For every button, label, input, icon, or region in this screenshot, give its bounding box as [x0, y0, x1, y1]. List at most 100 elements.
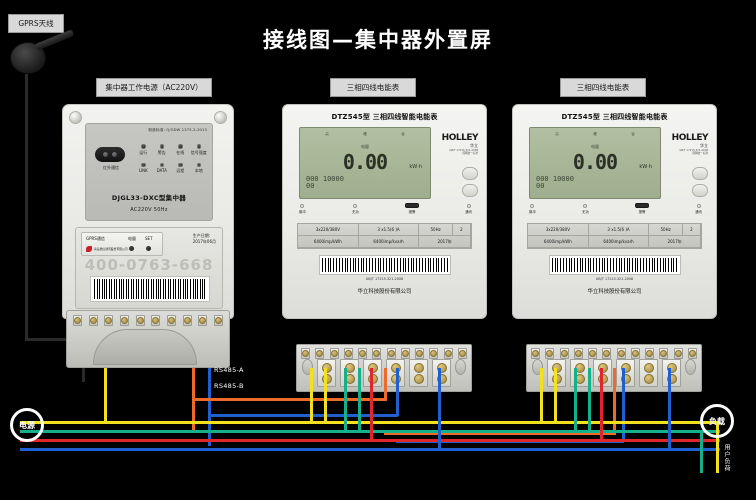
rs485-a-label: RS485-A — [214, 366, 244, 374]
indicator-comm: 通讯 — [465, 204, 472, 214]
load-label: 用户负荷 — [723, 444, 730, 472]
concentrator-terminal-block[interactable] — [66, 310, 230, 368]
concentrator-screw-right — [214, 111, 227, 124]
caption-meter-1: 三相四线电能表 — [330, 78, 416, 97]
tap-concentrator-phase-a — [104, 421, 108, 424]
concentrator-model-text: DJGL33-DXC型集中器 — [111, 194, 187, 202]
caption-concentrator: 集中器工作电源（AC220V） — [96, 78, 212, 97]
concentrator-terminal-screws — [73, 315, 223, 326]
bus-neutral — [20, 448, 720, 451]
meter-2-barcode — [549, 255, 681, 275]
meter-1-terminal-screws — [301, 348, 467, 359]
standard-text: 制造标准: Q/GDW 1375.2-2013 — [148, 128, 207, 132]
lcd-2-kind: 电量 — [591, 144, 599, 149]
meter-2-title: DTZ545型 三相四线智能电能表 — [561, 113, 668, 121]
production-date-label: 生产日期： — [192, 233, 213, 238]
lcd-2-value: 0.00 — [572, 150, 618, 174]
meter-2-buttons[interactable] — [692, 167, 708, 197]
concentrator-screw-left — [69, 111, 82, 124]
meter-device-1[interactable]: DTZ545型 三相四线智能电能表 尖 峰 谷 电量 0.00 kW·h 000… — [282, 104, 487, 319]
lcd-2-unit: kW·h — [639, 164, 652, 170]
meter-2-indicator-row: 脉冲 无功 报警 通讯 — [529, 203, 702, 214]
gprs-vendor-text: 青岛鼎信通讯股份有限公司 — [94, 247, 128, 251]
concentrator-front-panel: 制造标准: Q/GDW 1375.2-2013 红外通信 运行 警告 在线 信号… — [85, 123, 213, 221]
meter-2-manufacturer: 华立科技股份有限公司 — [587, 289, 642, 295]
power-source-symbol: 电源 — [10, 408, 44, 442]
meter-2-code: GB/T 17215.321-2008 — [595, 277, 634, 281]
meter-1-indicator-row: 脉冲 无功 报警 通讯 — [299, 203, 472, 214]
wire-rs485-b-meter-2 — [622, 368, 625, 442]
led-local: 本地 — [190, 162, 209, 174]
drop-meter-2-phase-b2 — [588, 368, 591, 432]
wire-rs485-b-meter-1 — [396, 368, 399, 416]
meter-1-code: GB/T 17215.321-2008 — [365, 277, 404, 281]
load-symbol: 负载 — [700, 404, 734, 438]
wire-rs485-a-bus — [192, 398, 387, 401]
set-button[interactable] — [146, 246, 151, 251]
lcd-2-segments: 000 10000 00 — [536, 175, 574, 191]
drop-meter-2-phase-b — [574, 368, 577, 432]
tie-phase-a-right — [716, 421, 719, 473]
wire-rs485-a-meter-2 — [613, 368, 616, 434]
meter-2-brand: HOLLEY 华立 GB/T 17215.321-2008 国网统一标准 — [671, 133, 709, 156]
caption-meter-2: 三相四线电能表 — [560, 78, 646, 97]
meter-1-manufacturer: 华立科技股份有限公司 — [357, 289, 412, 295]
led-indicator-grid: 运行 警告 在线 信号强度 LINK DATA 远程 本地 — [134, 144, 208, 173]
power-button[interactable] — [129, 246, 134, 251]
tie-phase-b-right — [700, 430, 703, 473]
concentrator-label-plate: 400-0763-668 GPRS通信 青岛鼎信通讯股份有限公司 电量 SET … — [75, 227, 223, 309]
meter-1-buttons[interactable] — [462, 167, 478, 197]
lcd-1-unit: kW·h — [409, 164, 422, 170]
led-data: DATA — [153, 162, 172, 174]
lcd-1-segments: 000 10000 00 — [306, 175, 344, 191]
indicator-reactive-2: 无功 — [582, 204, 589, 214]
production-date-block: 生产日期： 2017年06月 — [193, 233, 216, 245]
led-link: LINK — [134, 162, 153, 174]
wire-rs485-a-meter-1 — [384, 368, 387, 400]
gprs-module-plate: GPRS通信 青岛鼎信通讯股份有限公司 电量 SET — [81, 232, 163, 256]
infrared-port-icon — [95, 147, 125, 162]
indicator-reactive: 无功 — [352, 204, 359, 214]
meter-1-barcode — [319, 255, 451, 275]
rs485-b-label: RS485-B — [214, 382, 244, 390]
drop-meter-2-phase-c — [600, 368, 603, 441]
led-remote: 远程 — [171, 162, 190, 174]
production-date-value: 2017年06月 — [192, 239, 216, 244]
page-title: 接线图—集中器外置屏 — [263, 28, 493, 52]
led-signal: 信号强度 — [190, 144, 209, 155]
wire-rs485-a-bus-2 — [384, 432, 616, 435]
infrared-label: 红外通信 — [103, 165, 119, 170]
led-alarm: 警告 — [153, 144, 172, 155]
concentrator-terminal-cover — [93, 329, 197, 365]
indicator-pulse-2: 脉冲 — [529, 204, 536, 214]
drop-meter-1-phase-c — [370, 368, 373, 441]
indicator-comm-2: 通讯 — [695, 204, 702, 214]
lcd-1-tariff-labels: 尖 峰 谷 — [325, 132, 405, 136]
meter-2-nameplate: 3x220/380V 3 x1.5(6 )A 50Hz 2 6400imp/kW… — [527, 223, 702, 249]
led-run: 运行 — [134, 144, 153, 155]
meter-device-2[interactable]: DTZ545型 三相四线智能电能表 尖 峰 谷 电量 0.00 kW·h 000… — [512, 104, 717, 319]
meter-1-brand: HOLLEY 华立 GB/T 17215.321-2008 国网统一标准 — [441, 133, 479, 156]
antenna-cable-horizontal — [25, 338, 83, 341]
meter-2-lcd: 尖 峰 谷 电量 0.00 kW·h 000 10000 00 — [529, 127, 661, 199]
indicator-alarm: 报警 — [405, 203, 419, 214]
meter-1-lcd: 尖 峰 谷 电量 0.00 kW·h 000 10000 00 — [299, 127, 431, 199]
caption-antenna: GPRS天线 — [8, 14, 64, 33]
concentrator-voltage-text: AC220V 50Hz — [130, 207, 168, 213]
drop-meter-1-phase-b2 — [358, 368, 361, 432]
button-label-power: 电量 — [128, 236, 136, 241]
drop-meter-2-phase-a — [540, 368, 543, 423]
drop-meter-1-neutral — [438, 368, 441, 450]
drop-meter-1-phase-a2 — [324, 368, 327, 423]
lcd-1-kind: 电量 — [361, 144, 369, 149]
antenna-cable-vertical — [25, 74, 28, 338]
lcd-1-value: 0.00 — [342, 150, 388, 174]
meter-1-nameplate: 3x220/380V 3 x1.5(6 )A 50Hz 2 6400imp/kW… — [297, 223, 472, 249]
wire-rs485-b-bus — [208, 414, 398, 417]
indicator-alarm-2: 报警 — [635, 203, 649, 214]
concentrator-barcode — [90, 276, 210, 302]
drop-meter-2-neutral — [668, 368, 671, 450]
concentrator-device[interactable]: 制造标准: Q/GDW 1375.2-2013 红外通信 运行 警告 在线 信号… — [62, 104, 234, 320]
drop-meter-1-phase-b — [344, 368, 347, 432]
